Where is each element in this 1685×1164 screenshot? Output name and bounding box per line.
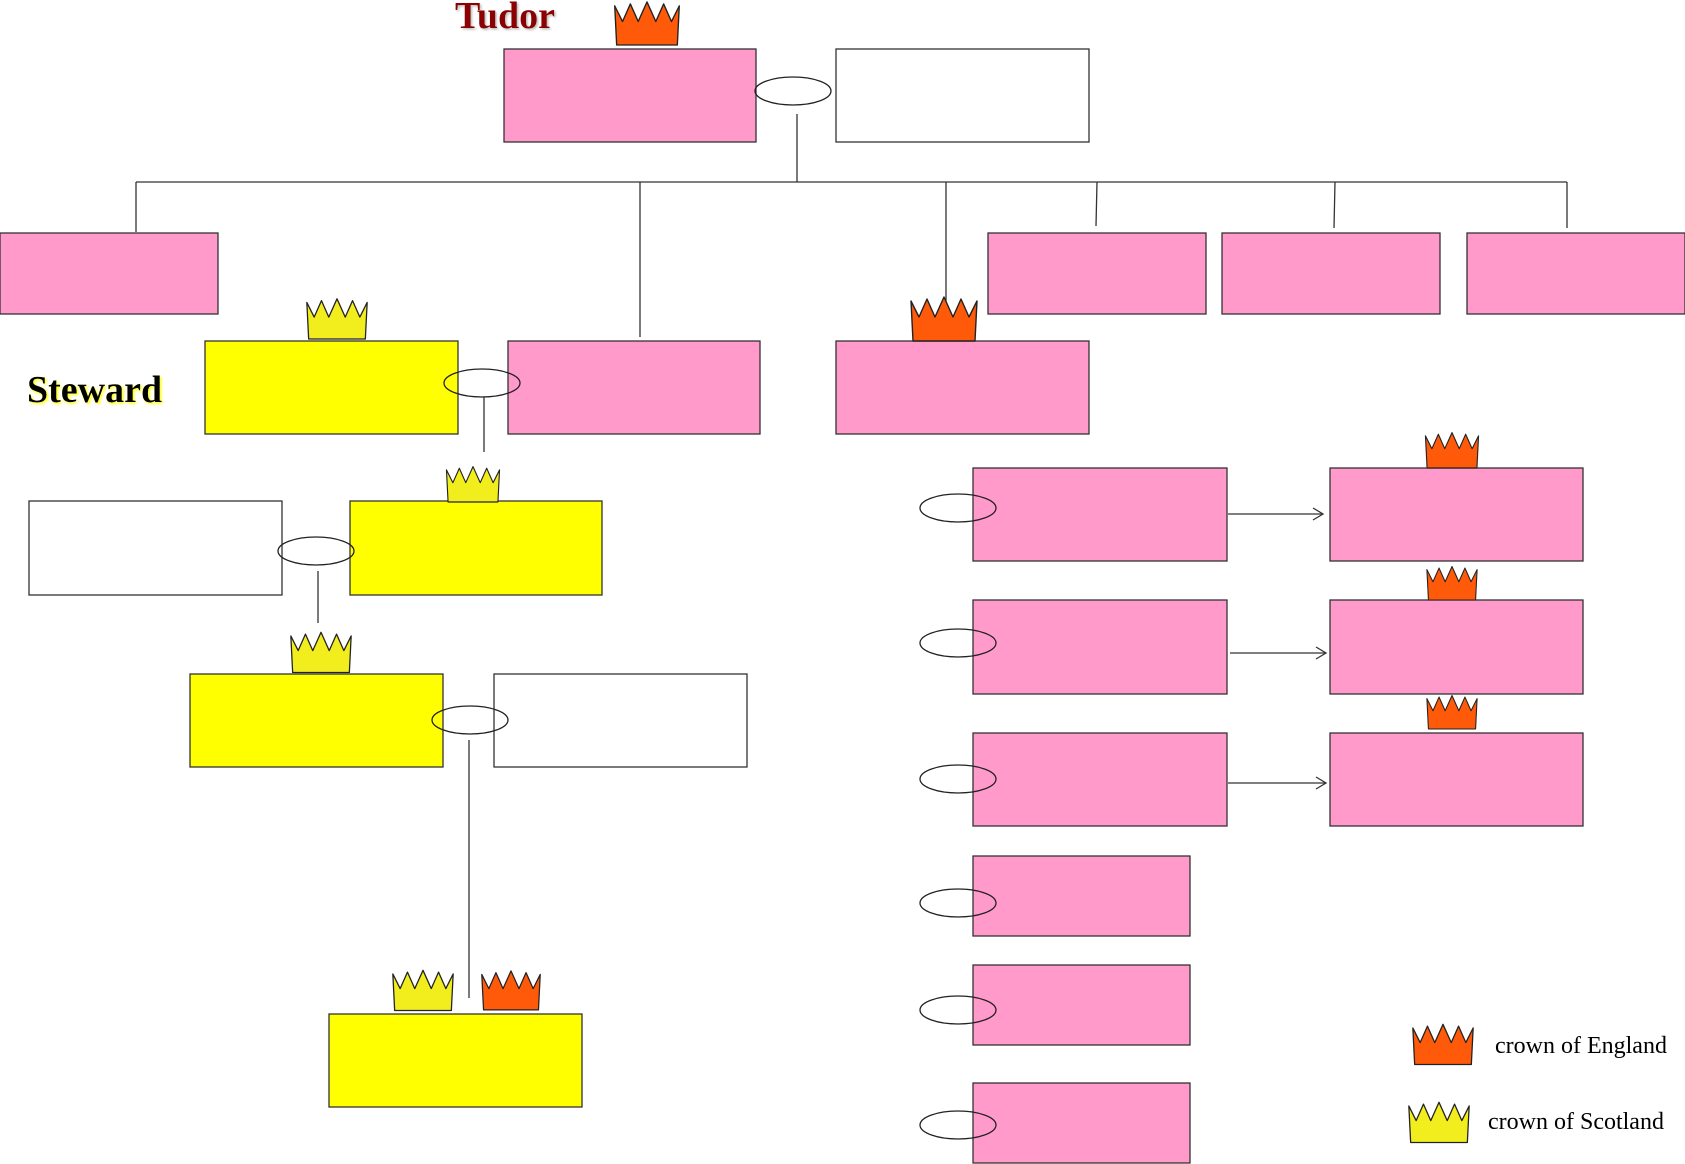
tudor-king-box [503,48,757,143]
legend: crown of England crown of Scotland [1488,1033,1667,1135]
marriage-ring-icon [919,995,997,1025]
tudor-heir-box-2 [1329,599,1584,695]
marriage-ring-icon [919,764,997,794]
legend-label-scotland: crown of Scotland [1488,1109,1664,1135]
tudor-wife-box-3 [972,732,1228,827]
connector-lines [135,114,1568,998]
tudor-child-box-7 [1466,232,1685,315]
tudor-wife-box-1 [972,467,1228,562]
marriage-ring-icons [277,76,997,1140]
tudor-daughter-box [507,340,761,435]
steward-king-box-1 [204,340,459,435]
marriage-ring-icon [431,705,509,735]
tudor-child-box-1 [0,232,219,315]
crown-england-icon [614,1,680,46]
tudor-queen-box [835,48,1090,143]
crown-england-icon [1426,565,1478,601]
succession-arrows [1228,507,1328,790]
tudor-wife-box-5 [972,964,1191,1046]
tudor-child-box-6 [1221,232,1441,315]
crown-scotland-icon [1408,1101,1470,1144]
tudor-wife-box-2 [972,599,1228,695]
marriage-ring-icon [919,493,997,523]
marriage-ring-icon [277,536,355,566]
tudor-wife-box-4 [972,855,1191,937]
marriage-ring-icon [919,628,997,658]
steward-monarch-box-4 [328,1013,583,1108]
crown-england-icon [1424,432,1480,469]
tudor-king-box-2 [835,340,1090,435]
crown-england-icon [481,970,541,1011]
crown-scotland-icon [392,969,454,1012]
crown-england-icon [1412,1023,1474,1066]
steward-monarch-box-2 [349,500,603,596]
crown-scotland-icon [445,465,501,503]
crown-scotland-icon [306,298,368,340]
tudor-child-box-5 [987,232,1207,315]
marriage-ring-icon [919,1110,997,1140]
legend-label-england: crown of England [1495,1033,1667,1059]
crown-england-icon [910,296,978,342]
steward-monarch-box-3 [189,673,444,768]
tudor-heir-box-1 [1329,467,1584,562]
marriage-ring-icon [754,76,832,106]
house-label-steward: Steward [27,369,162,411]
steward-spouse-box-1 [28,500,283,596]
tudor-wife-box-6 [972,1082,1191,1164]
marriage-ring-icon [919,888,997,918]
tudor-heir-box-3 [1329,732,1584,827]
crown-england-icon [1426,694,1478,730]
house-label-tudor: Tudor [455,0,555,37]
crown-scotland-icon [290,631,352,674]
marriage-ring-icon [443,368,521,398]
steward-spouse-box-2 [493,673,748,768]
